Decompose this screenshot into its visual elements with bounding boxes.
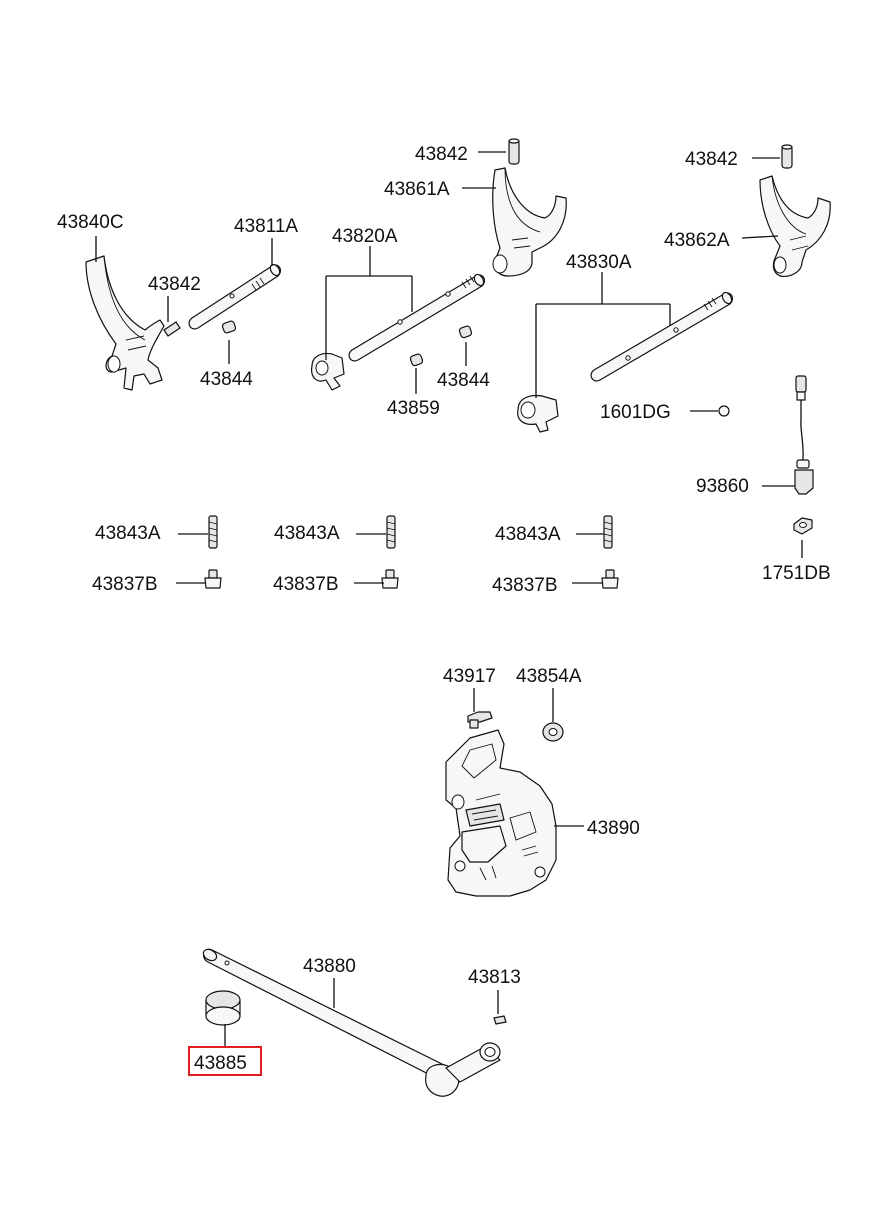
- highlight-box: [188, 1046, 262, 1076]
- callout-93860[interactable]: 93860: [696, 476, 749, 497]
- callout-43843A-2[interactable]: 43843A: [274, 523, 340, 544]
- callout-43842-top[interactable]: 43842: [415, 144, 468, 165]
- callout-43862A[interactable]: 43862A: [664, 230, 730, 251]
- part-43880-shift-shaft[interactable]: [201, 947, 501, 1097]
- callout-43885-highlighted[interactable]: 43885: [188, 1046, 262, 1076]
- part-43854A-washer[interactable]: [542, 722, 564, 742]
- callout-43844-mid[interactable]: 43844: [437, 370, 490, 391]
- callout-43820A[interactable]: 43820A: [332, 226, 398, 247]
- part-43842-right-pin[interactable]: [781, 144, 793, 169]
- callout-43830A[interactable]: 43830A: [566, 252, 632, 273]
- part-43917-bolt[interactable]: [467, 711, 493, 729]
- part-43811A-shift-rail[interactable]: [188, 263, 282, 330]
- part-43843A-bolt-3[interactable]: [603, 515, 613, 549]
- part-43842-top-pin[interactable]: [508, 138, 520, 165]
- callout-1751DB[interactable]: 1751DB: [762, 563, 831, 584]
- part-43837B-plug-1[interactable]: [204, 569, 222, 589]
- part-43837B-plug-3[interactable]: [601, 569, 619, 589]
- callout-1601DG[interactable]: 1601DG: [600, 402, 671, 423]
- leader-lines: [95, 151, 803, 1046]
- callout-43840C[interactable]: 43840C: [57, 212, 124, 233]
- part-43837B-plug-2[interactable]: [381, 569, 399, 589]
- part-43844-roller-mid[interactable]: [458, 325, 473, 339]
- part-43813-pin[interactable]: [493, 1015, 507, 1025]
- part-93860-switch[interactable]: [794, 375, 814, 495]
- part-43820A-shift-rail[interactable]: [311, 273, 486, 391]
- part-43843A-bolt-1[interactable]: [208, 515, 218, 549]
- part-43843A-bolt-2[interactable]: [386, 515, 396, 549]
- callout-43837B-2[interactable]: 43837B: [273, 574, 339, 595]
- callout-43890[interactable]: 43890: [587, 818, 640, 839]
- callout-43842-right[interactable]: 43842: [685, 149, 738, 170]
- callout-43811A[interactable]: 43811A: [234, 216, 298, 237]
- callout-43885[interactable]: 43885: [194, 1053, 247, 1074]
- part-43844-roller-left[interactable]: [221, 320, 237, 334]
- callout-43880[interactable]: 43880: [303, 956, 356, 977]
- callout-43859[interactable]: 43859: [387, 398, 440, 419]
- callout-43917[interactable]: 43917: [443, 666, 496, 687]
- callout-43842-left[interactable]: 43842: [148, 274, 201, 295]
- callout-43837B-1[interactable]: 43837B: [92, 574, 158, 595]
- callout-43843A-3[interactable]: 43843A: [495, 524, 561, 545]
- callout-43813[interactable]: 43813: [468, 967, 521, 988]
- callout-43854A[interactable]: 43854A: [516, 666, 582, 687]
- part-43859-roller[interactable]: [409, 353, 424, 367]
- part-43890-control-housing[interactable]: [445, 729, 557, 897]
- part-43842-left-pin[interactable]: [163, 321, 181, 337]
- part-43862A-shift-fork[interactable]: [759, 175, 831, 277]
- part-43885-bushing[interactable]: [205, 990, 241, 1026]
- callout-43837B-3[interactable]: 43837B: [492, 575, 558, 596]
- part-43840C-shift-fork[interactable]: [85, 255, 165, 391]
- part-43830A-shift-rail[interactable]: [517, 291, 734, 433]
- callout-43844-left[interactable]: 43844: [200, 369, 253, 390]
- part-43861A-shift-fork[interactable]: [492, 167, 567, 277]
- part-1751DB-washer[interactable]: [793, 517, 813, 535]
- part-1601DG-ball[interactable]: [718, 405, 730, 417]
- callout-43843A-1[interactable]: 43843A: [95, 523, 161, 544]
- callout-43861A[interactable]: 43861A: [384, 179, 450, 200]
